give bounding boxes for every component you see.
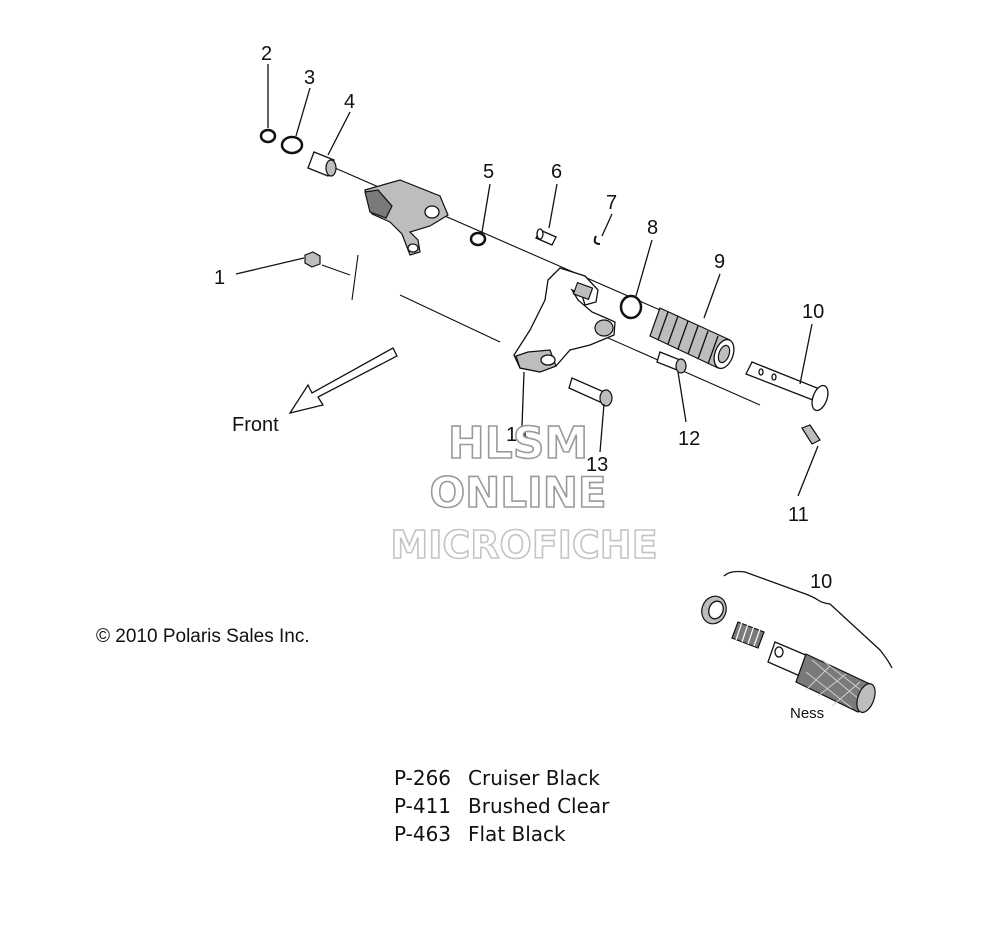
shift-arm <box>364 179 449 256</box>
callout-11: 11 <box>788 504 809 526</box>
part-9-peg-rubber <box>649 307 735 370</box>
axis-break <box>321 254 359 301</box>
kit-peg <box>767 641 876 713</box>
callout-3: 3 <box>304 67 315 89</box>
kit-spring <box>731 621 765 649</box>
part-2-snap-ring <box>259 128 277 144</box>
part-5-o-ring <box>469 231 487 247</box>
callout-13: 13 <box>586 454 608 476</box>
kit-callout-10: 10 <box>810 571 832 593</box>
callout-9: 9 <box>714 251 725 273</box>
callout-5: 5 <box>483 161 494 183</box>
watermark-line-3: MICROFICHE <box>390 523 657 567</box>
ness-kit-label: Ness <box>790 705 825 722</box>
part-7-clip <box>593 235 601 245</box>
part-1-nut <box>304 251 321 268</box>
kit-bushing <box>701 595 727 625</box>
callout-1: 1 <box>214 267 225 289</box>
copyright-notice: © 2010 Polaris Sales Inc. <box>96 626 310 647</box>
part-6-pin <box>535 228 557 246</box>
part-3-washer <box>280 135 304 155</box>
finish-code: P-266 <box>394 766 452 790</box>
part-4-bushing <box>307 151 337 177</box>
kit-bracket <box>723 570 893 669</box>
part-11-spring-pin <box>801 424 821 445</box>
finish-row: P-266 Cruiser Black <box>394 764 609 792</box>
part-14-bracket <box>513 267 616 373</box>
finish-code: P-411 <box>394 794 452 818</box>
ness-kit: 10 <box>701 570 893 713</box>
callout-10: 10 <box>802 301 824 323</box>
callout-14: 14 <box>506 424 528 446</box>
watermark-line-1: HLSM <box>448 418 588 469</box>
part-13-bolt <box>568 377 613 407</box>
finish-code: P-463 <box>394 822 452 846</box>
finish-row: P-411 Brushed Clear <box>394 792 609 820</box>
callout-8: 8 <box>647 217 658 239</box>
front-direction-label: Front <box>232 414 279 436</box>
watermark: HLSM ONLINE MICROFICHE <box>390 417 659 568</box>
callout-7: 7 <box>606 192 617 214</box>
finish-row: P-463 Flat Black <box>394 820 609 848</box>
callout-2: 2 <box>261 43 272 65</box>
finish-list: P-266 Cruiser Black P-411 Brushed Clear P-… <box>394 764 609 848</box>
finish-name: Cruiser Black <box>468 766 600 790</box>
assembly-axis-lower <box>399 294 501 343</box>
part-8-washer <box>619 294 643 320</box>
watermark-line-2: ONLINE <box>429 468 606 517</box>
leader-lines <box>235 64 819 497</box>
front-arrow-icon <box>288 347 398 415</box>
part-10-peg-pin <box>745 361 829 412</box>
callout-6: 6 <box>551 161 562 183</box>
callout-12: 12 <box>678 428 700 450</box>
callout-4: 4 <box>344 91 355 113</box>
part-12-bolt <box>656 351 687 374</box>
finish-name: Flat Black <box>468 822 566 846</box>
finish-name: Brushed Clear <box>468 794 610 818</box>
